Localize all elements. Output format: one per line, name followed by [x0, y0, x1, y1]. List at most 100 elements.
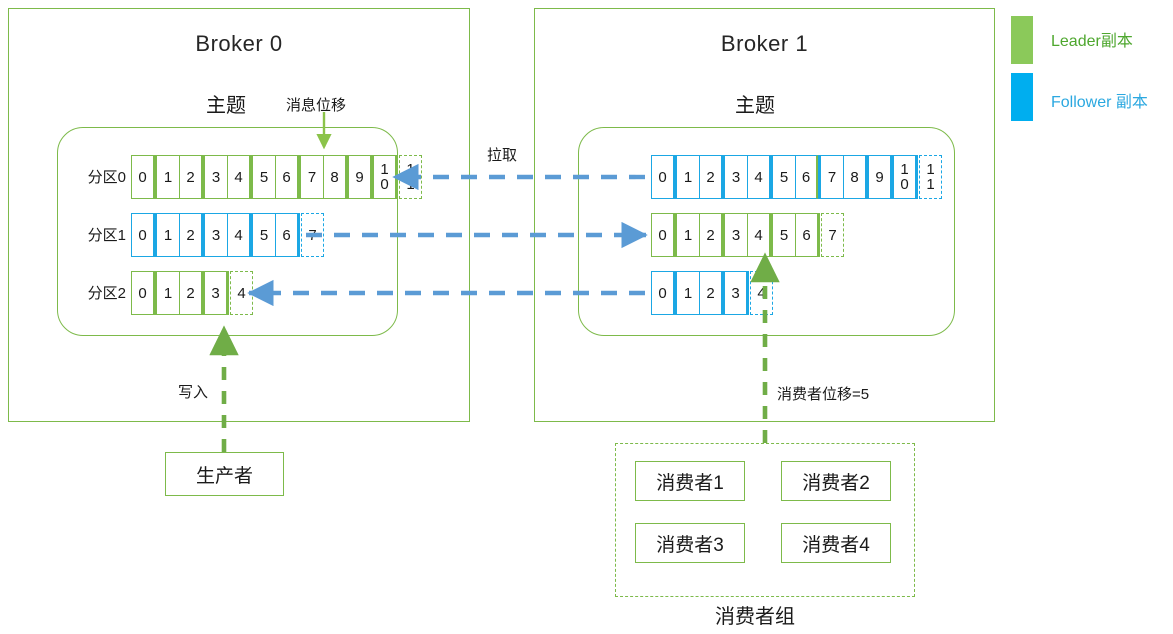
- broker-0-box: Broker 0: [8, 8, 470, 422]
- offset-cell: 1: [676, 155, 699, 199]
- offset-cell: 0: [651, 271, 674, 315]
- offset-cell: 3: [204, 271, 227, 315]
- broker-0-partition-2-label: 分区2: [87, 285, 126, 302]
- consumer-1-label: 消费者1: [656, 472, 724, 494]
- offset-cell-pending: 4: [750, 271, 773, 315]
- cell-group: 0: [131, 155, 156, 199]
- consumer-2-label: 消费者2: [802, 472, 870, 494]
- offset-cell: 2: [699, 213, 722, 257]
- broker-0-partition-0-label: 分区0: [87, 169, 126, 186]
- offset-cell: 3: [724, 213, 747, 257]
- offset-cell: 3: [724, 271, 747, 315]
- broker-1-title: Broker 1: [720, 31, 809, 56]
- producer-label: 生产者: [195, 465, 253, 487]
- offset-cell: 6: [795, 155, 818, 199]
- offset-cell: 0: [131, 213, 154, 257]
- cell-group: 0: [651, 155, 676, 199]
- offset-cell: 5: [772, 155, 795, 199]
- offset-cell: 2: [699, 271, 722, 315]
- offset-cell: 2: [179, 271, 202, 315]
- cell-group: 9: [868, 155, 893, 199]
- write-label: 写入: [178, 384, 209, 401]
- consumer-1-box[interactable]: 消费者1: [635, 461, 745, 501]
- cell-group: 3: [724, 271, 749, 315]
- producer-box[interactable]: 生产者: [165, 452, 284, 496]
- offset-cell: 1: [156, 213, 179, 257]
- legend-leader-swatch: [1011, 16, 1033, 64]
- cell-group: 0: [131, 271, 156, 315]
- offset-cell: 4: [227, 155, 250, 199]
- offset-cell: 3: [204, 155, 227, 199]
- offset-cell: 5: [252, 155, 275, 199]
- message-offset-label: 消息位移: [286, 97, 347, 114]
- offset-cell: 4: [227, 213, 250, 257]
- offset-cell: 7: [300, 155, 323, 199]
- broker-1-topic-label: 主题: [735, 95, 775, 117]
- offset-cell: 6: [795, 213, 818, 257]
- offset-cell: 0: [131, 155, 154, 199]
- offset-cell: 1: [676, 271, 699, 315]
- consumer-group-title: 消费者组: [715, 606, 795, 628]
- offset-cell: 8: [843, 155, 866, 199]
- offset-cell: 2: [179, 213, 202, 257]
- consumer-4-box[interactable]: 消费者4: [781, 523, 891, 563]
- offset-cell: 1: [156, 271, 179, 315]
- cell-group: 3: [204, 271, 229, 315]
- legend-follower-swatch: [1011, 73, 1033, 121]
- consumer-4-label: 消费者4: [802, 534, 870, 556]
- offset-cell: 9: [868, 155, 891, 199]
- offset-cell: 9: [348, 155, 371, 199]
- offset-cell: 3: [204, 213, 227, 257]
- offset-cell: 0: [131, 271, 154, 315]
- offset-cell: 3: [724, 155, 747, 199]
- broker-0-title: Broker 0: [195, 31, 283, 56]
- broker-0-partition-1-label: 分区1: [87, 227, 126, 244]
- offset-cell-pending: 7: [301, 213, 324, 257]
- offset-cell: 6: [275, 213, 298, 257]
- broker-0-topic-label: 主题: [206, 95, 246, 117]
- offset-cell: 2: [179, 155, 202, 199]
- cell-group: 0: [651, 213, 676, 257]
- cell-group: 0: [651, 271, 676, 315]
- offset-cell: 0: [651, 155, 674, 199]
- consumer-offset-label: 消费者位移=5: [777, 386, 870, 403]
- consumer-3-box[interactable]: 消费者3: [635, 523, 745, 563]
- pull-label: 拉取: [487, 147, 518, 164]
- consumer-2-box[interactable]: 消费者2: [781, 461, 891, 501]
- offset-cell: 5: [772, 213, 795, 257]
- offset-cell-pending: 7: [821, 213, 844, 257]
- legend-follower-label: Follower 副本: [1051, 94, 1148, 111]
- offset-cell-pending: 4: [230, 271, 253, 315]
- offset-cell: 7: [820, 155, 843, 199]
- offset-cell: 8: [323, 155, 346, 199]
- offset-cell: 1: [676, 213, 699, 257]
